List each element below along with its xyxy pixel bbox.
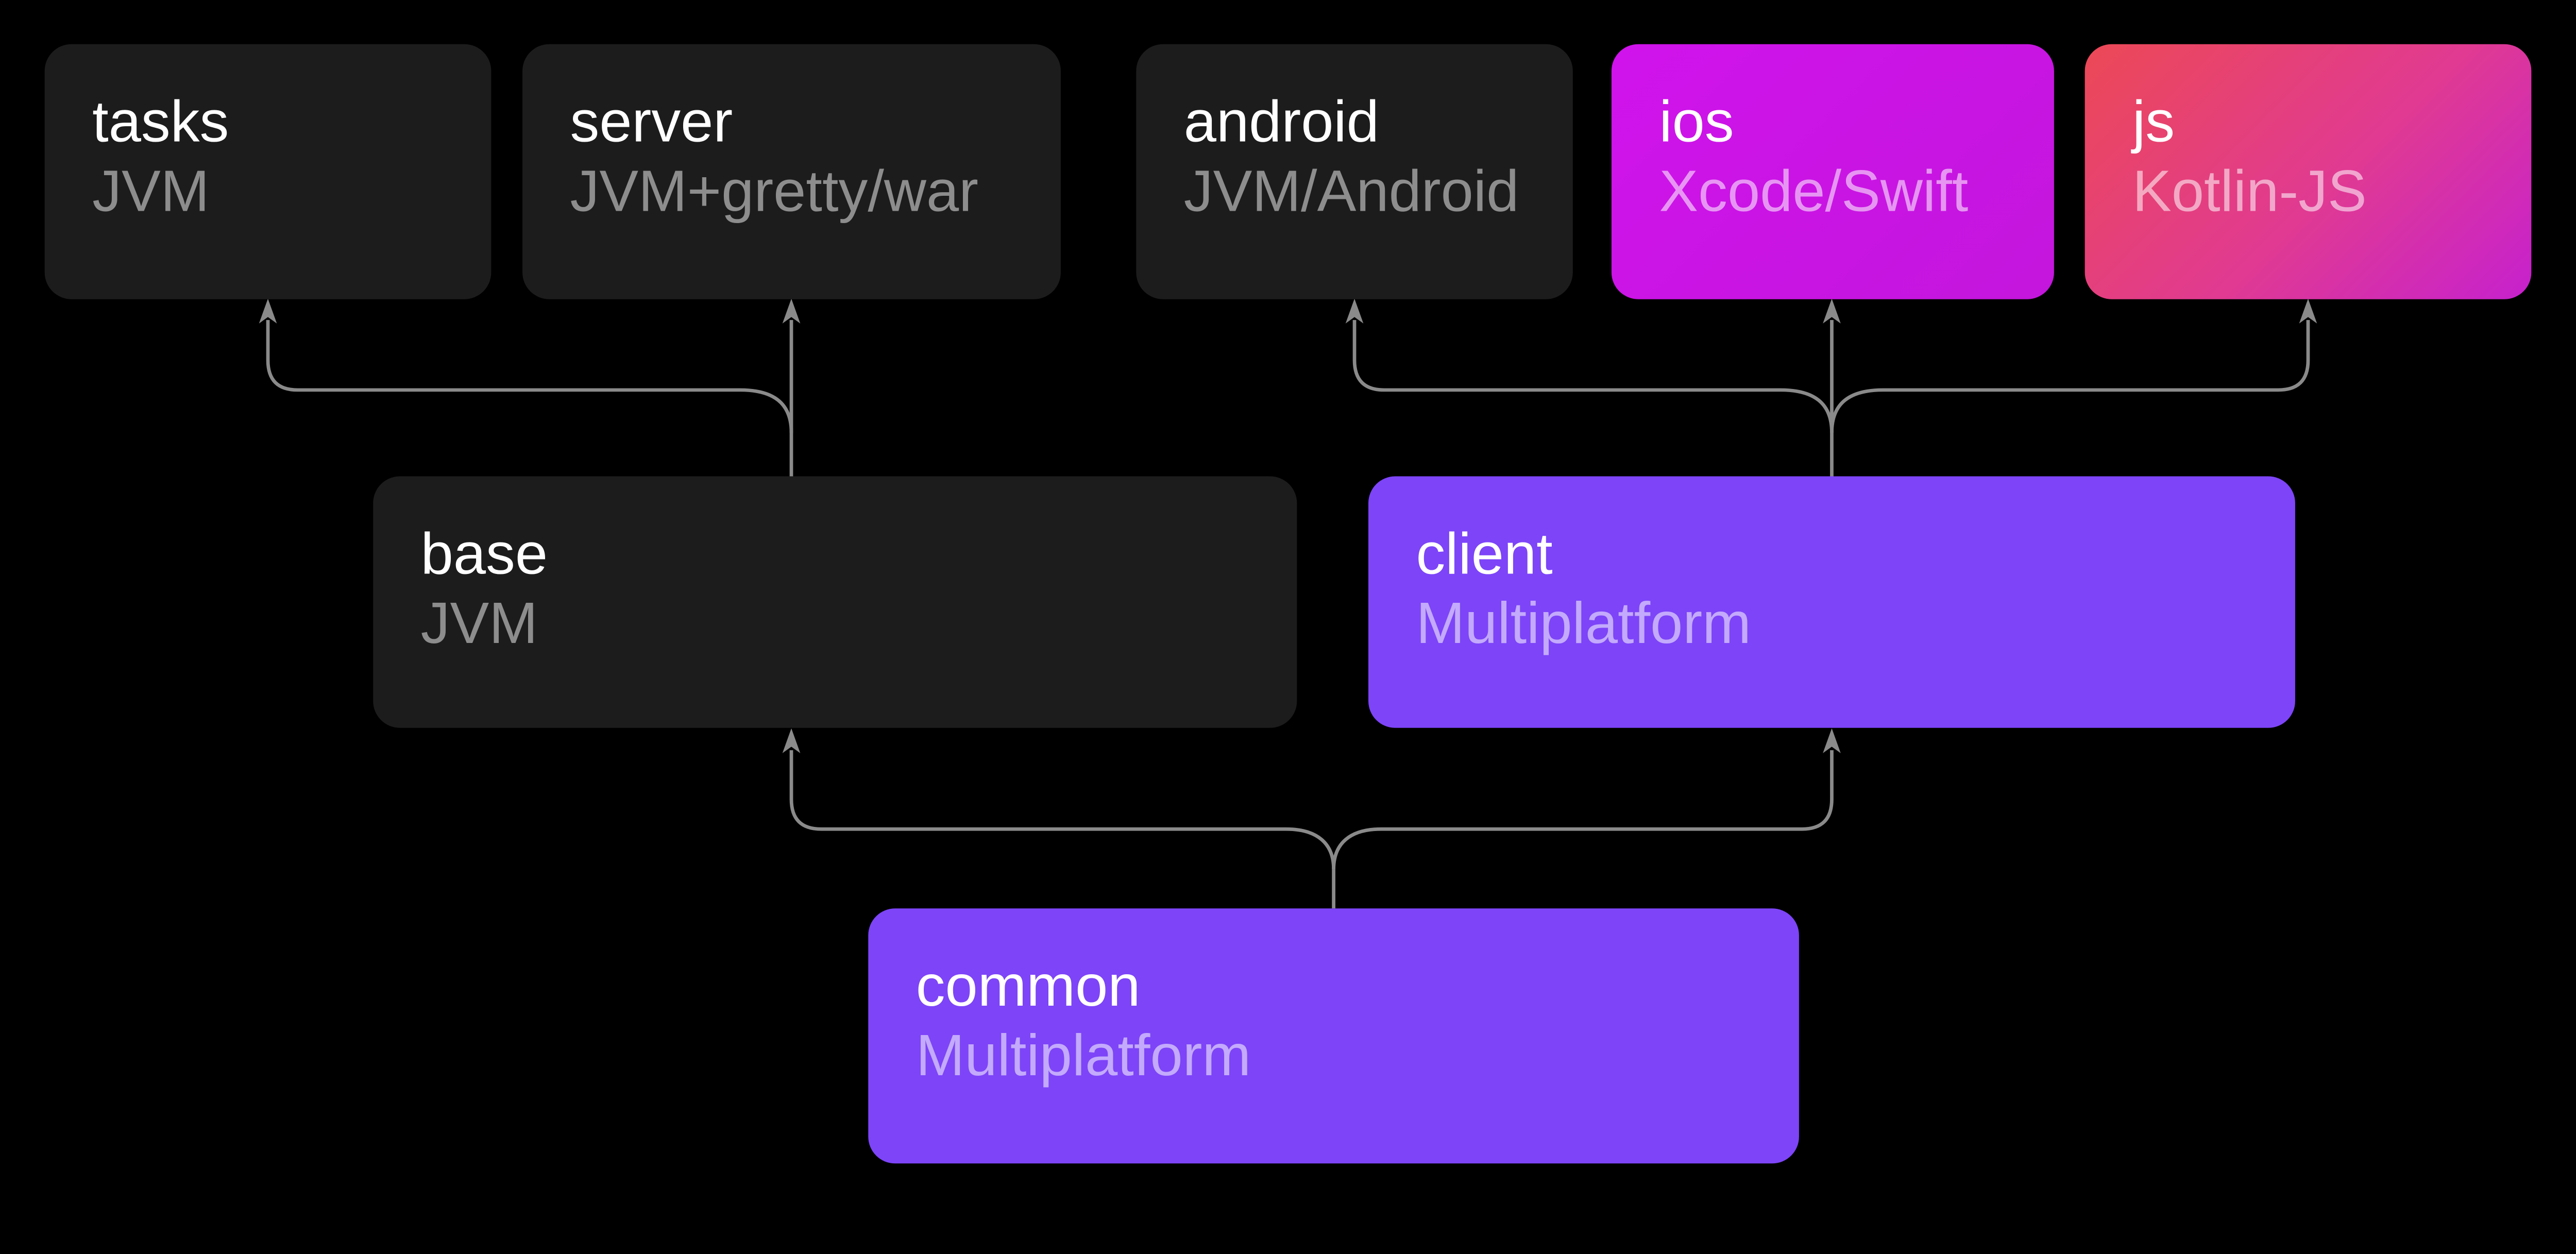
edge-base-tasks [259, 298, 793, 433]
node-base: base JVM [373, 476, 1297, 728]
arrowhead-client [1823, 728, 1841, 753]
node-tasks-subtitle: JVM [92, 158, 210, 224]
node-server-title: server [570, 89, 733, 155]
node-android: android JVM/Android [1136, 44, 1573, 299]
node-ios-title: ios [1659, 89, 1734, 155]
module-dependency-diagram: tasks JVM server JVM+gretty/war android … [44, 44, 2532, 1164]
node-client-title: client [1416, 521, 1553, 587]
node-android-title: android [1183, 89, 1379, 155]
node-ios-subtitle: Xcode/Swift [1659, 158, 1969, 224]
node-client: client Multiplatform [1368, 476, 2295, 728]
node-android-subtitle: JVM/Android [1183, 158, 1519, 224]
node-tasks-title: tasks [92, 89, 229, 155]
arrowhead-base [782, 728, 801, 753]
node-base-title: base [420, 521, 548, 587]
node-js: js Kotlin-JS [2084, 44, 2532, 299]
arrowhead-js [2299, 298, 2317, 324]
node-common: common Multiplatform [868, 908, 1799, 1164]
edge-client-ios [1823, 298, 1841, 477]
edge-common-client [1332, 728, 1841, 870]
node-js-subtitle: Kotlin-JS [2132, 158, 2367, 224]
node-base-subtitle: JVM [420, 590, 538, 656]
edge-common-base [782, 728, 1335, 870]
arrowhead-server [782, 298, 801, 324]
node-common-subtitle: Multiplatform [916, 1022, 1251, 1088]
arrowhead-tasks [259, 298, 277, 324]
node-js-title: js [2132, 89, 2175, 155]
edge-base-server [782, 298, 801, 477]
node-client-subtitle: Multiplatform [1416, 590, 1751, 656]
arrowhead-ios [1823, 298, 1841, 324]
node-server-subtitle: JVM+gretty/war [570, 158, 979, 224]
node-tasks: tasks JVM [44, 44, 492, 299]
node-server: server JVM+gretty/war [522, 44, 1061, 299]
edge-client-js [1830, 298, 2317, 433]
edge-client-android [1345, 298, 1834, 433]
arrowhead-android [1345, 298, 1364, 324]
node-common-title: common [916, 953, 1141, 1019]
node-ios: ios Xcode/Swift [1611, 44, 2054, 299]
edges-layer [259, 298, 2317, 909]
